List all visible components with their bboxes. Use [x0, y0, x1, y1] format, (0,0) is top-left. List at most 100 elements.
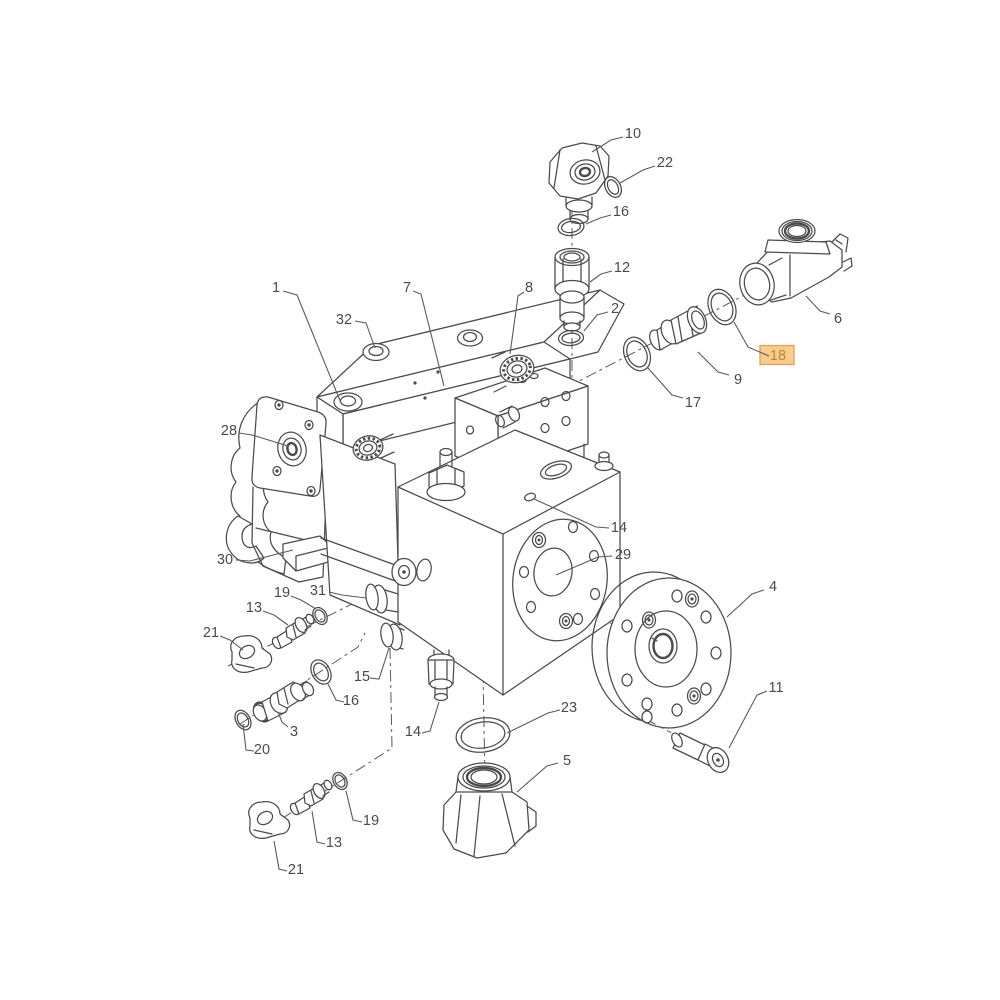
part-label-1: 1 [272, 280, 280, 296]
part-label-15: 15 [354, 669, 370, 685]
part-label-19: 19 [274, 585, 290, 601]
part-label-14: 14 [405, 724, 421, 740]
part-label-28: 28 [221, 423, 237, 439]
side-plug-15 [379, 622, 404, 651]
part-label-8: 8 [525, 280, 533, 296]
leader-line-20 [243, 724, 254, 751]
o-ring-18 [703, 285, 742, 329]
part-label-22: 22 [657, 155, 673, 171]
part-label-14: 14 [611, 520, 627, 536]
leader-line-29 [556, 556, 612, 575]
leader-line-6 [806, 296, 830, 314]
bottom-fitting-14 [428, 650, 454, 701]
top-hex-stud [427, 449, 465, 501]
leader-line-2 [584, 312, 608, 331]
bolt-axis [651, 722, 687, 741]
leader-line-19 [291, 596, 316, 609]
leader-line-1 [283, 291, 341, 403]
leader-line-23 [507, 710, 560, 733]
part-label-17: 17 [685, 395, 701, 411]
part-label-7: 7 [403, 280, 411, 296]
leader-line-7 [413, 291, 444, 386]
rear-body [364, 430, 620, 701]
elbow-fitting-10 [549, 143, 609, 224]
top-stud-small [595, 452, 613, 471]
side-plug-31 [364, 583, 398, 614]
part-label-19: 19 [363, 813, 379, 829]
fitting-13b [289, 779, 334, 816]
leader-line-30 [236, 550, 293, 561]
leader-line-32 [355, 321, 375, 348]
leader-line-3 [278, 712, 288, 727]
end-cap-plate [252, 397, 326, 496]
leader-line-12 [590, 271, 612, 282]
leader-line-19 [346, 791, 362, 822]
part-label-20: 20 [254, 742, 270, 758]
part-label-23: 23 [561, 700, 577, 716]
flange-assembly [592, 572, 733, 776]
flange-4 [592, 572, 731, 728]
highlight-box-part-18[interactable] [760, 346, 794, 365]
leader-line-10 [592, 137, 623, 152]
pump-hook-foot [226, 516, 264, 563]
part-label-5: 5 [563, 753, 571, 769]
right-fitting-chain [618, 220, 852, 376]
socket-screw [686, 591, 699, 607]
plug-21b [249, 802, 290, 839]
part-label-29: 29 [615, 547, 631, 563]
part-label-10: 10 [625, 126, 641, 142]
dome-plug-right [458, 330, 483, 346]
part-label-11: 11 [768, 680, 783, 696]
part-label-31: 31 [310, 583, 326, 599]
bottom-chain [443, 714, 536, 858]
leader-line-31 [329, 592, 366, 598]
leader-line-8 [510, 292, 524, 354]
left-chain-upper [231, 605, 330, 672]
o-ring-22 [601, 174, 625, 200]
left-chain-lower [249, 770, 350, 838]
leader-line-21 [220, 636, 243, 650]
leader-line-16 [328, 684, 344, 702]
leader-line-28 [239, 433, 288, 446]
o-ring-2 [558, 330, 584, 347]
knurled-fitting-8 [492, 352, 537, 392]
part-label-16: 16 [343, 693, 359, 709]
dome-plug-32 [363, 344, 389, 361]
pump-mid-body [320, 435, 400, 625]
union-fitting-9 [647, 304, 711, 352]
leader-line-5 [517, 763, 558, 792]
top-fitting-chain [549, 143, 625, 346]
pump-assembly [226, 290, 624, 701]
bolt-11 [670, 731, 733, 776]
part-label-13: 13 [326, 835, 342, 851]
part-label-9: 9 [734, 372, 742, 388]
plug-21a [231, 636, 272, 673]
o-ring-19b [330, 770, 350, 792]
straight-fitting-12 [555, 249, 589, 332]
leader-line-22 [620, 166, 655, 183]
part-label-6: 6 [834, 311, 842, 327]
leader-line-4 [727, 590, 764, 617]
leader-line-13 [312, 811, 325, 844]
o-ring-23 [454, 714, 512, 755]
part-label-13: 13 [246, 600, 262, 616]
socket-screw [533, 533, 546, 548]
socket-screw [560, 614, 573, 629]
part-label-2: 2 [611, 301, 619, 317]
top-oval-port [538, 457, 573, 482]
top-small-hole [524, 492, 537, 502]
part-label-4: 4 [769, 579, 777, 595]
leader-line-14 [534, 499, 609, 528]
fitting-3 [251, 680, 316, 724]
leader-line-15 [370, 648, 389, 679]
leader-line-21 [274, 841, 287, 871]
part-label-18[interactable]: 18 [770, 348, 786, 364]
side-disc [392, 559, 416, 586]
part-label-30: 30 [217, 552, 233, 568]
part-label-21: 21 [203, 625, 219, 641]
knurled-fitting-left [351, 433, 394, 464]
o-ring-20 [232, 707, 255, 732]
